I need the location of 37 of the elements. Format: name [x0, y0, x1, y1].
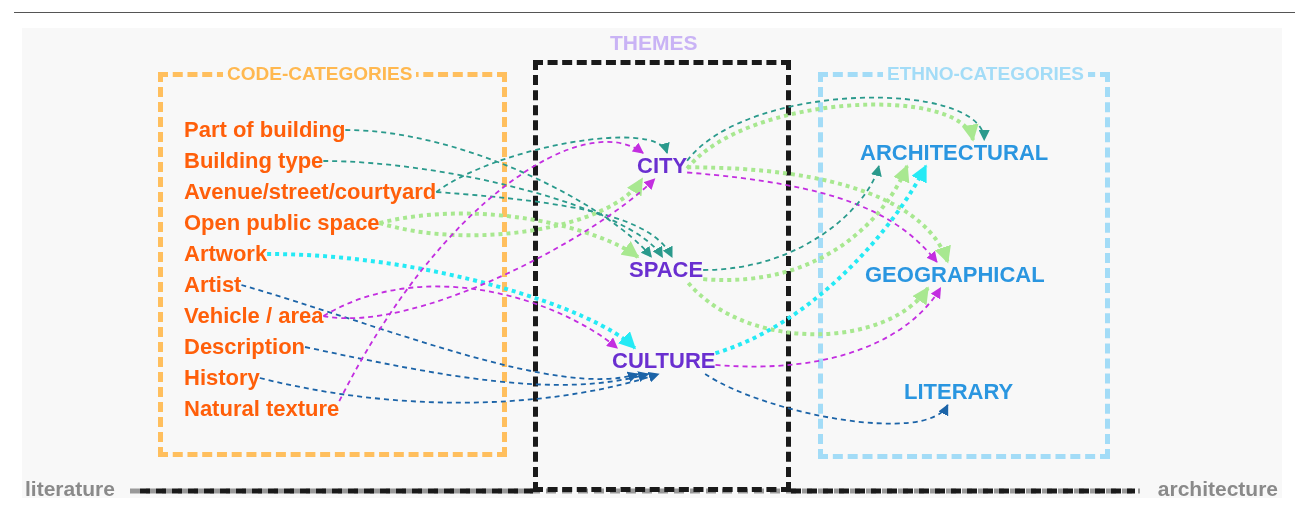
arrow [714, 287, 942, 368]
theme-label: CULTURE [612, 348, 716, 374]
theme-label: CITY [637, 153, 688, 179]
code-category-label: History [184, 365, 260, 391]
arrow [379, 211, 640, 259]
code-category-label: Description [184, 334, 306, 360]
frame-title: THEMES [610, 31, 698, 55]
arrow [435, 191, 673, 258]
arrow [240, 284, 639, 382]
ethno-category-label: LITERARY [904, 379, 1014, 405]
code-category-label: Vehicle / area [184, 303, 324, 329]
arrow [686, 281, 930, 337]
arrow [703, 164, 909, 282]
arrow [435, 136, 668, 193]
arrow [714, 164, 928, 356]
arrow [702, 164, 881, 271]
theme-label: SPACE [629, 257, 704, 283]
arrow [267, 252, 637, 350]
arrow [322, 178, 656, 320]
arrow [322, 160, 664, 258]
ethno-category-label: GEOGRAPHICAL [865, 262, 1045, 288]
arrow [304, 346, 650, 386]
code-category-label: Building type [184, 148, 324, 174]
code-category-label: Artwork [184, 241, 268, 267]
arrow [344, 129, 653, 258]
arrow [258, 371, 660, 404]
code-category-label: Open public space [184, 210, 380, 236]
code-category-label: Part of building [184, 117, 346, 143]
axis-end-label: architecture [1157, 477, 1278, 501]
code-category-label: Avenue/street/courtyard [184, 179, 437, 205]
axis-end-label: literature [25, 477, 115, 501]
arrow [379, 177, 644, 238]
code-category-label: Artist [184, 272, 242, 298]
code-category-label: Natural texture [184, 396, 340, 422]
arrow [704, 373, 949, 425]
arrow [322, 285, 619, 349]
arrow [338, 140, 644, 403]
